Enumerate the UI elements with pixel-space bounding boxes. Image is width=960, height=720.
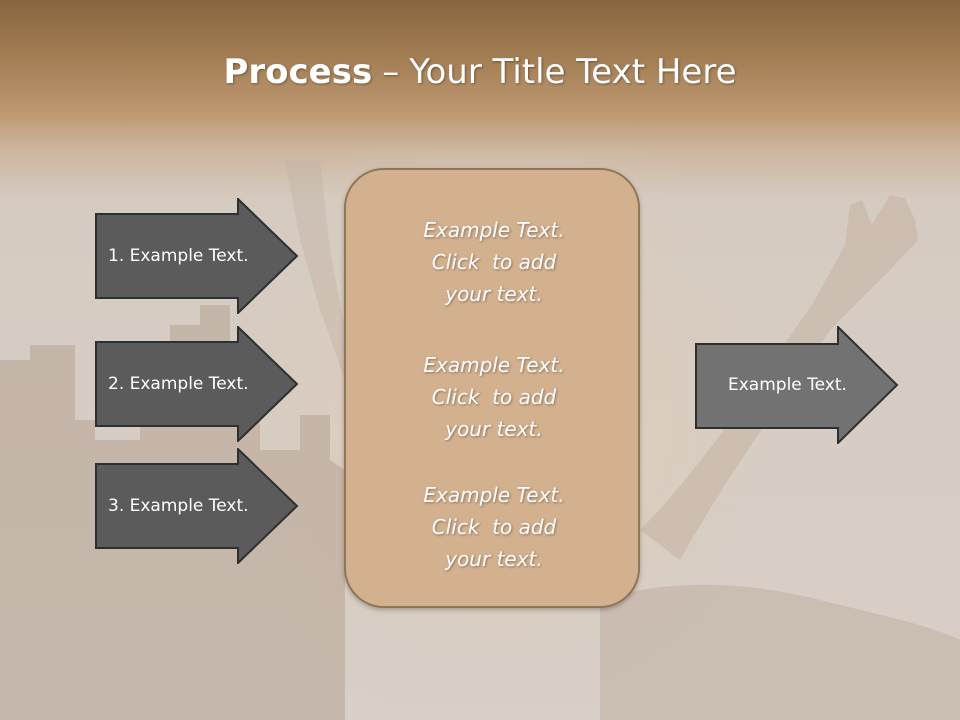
left-arrow-3[interactable]: 3. Example Text.: [95, 448, 299, 564]
arrow-label: Example Text.: [728, 375, 847, 395]
para-line: Example Text.: [423, 353, 565, 377]
para-line: Example Text.: [423, 218, 565, 242]
center-paragraph-1: Example Text. Click to add your text.: [346, 214, 642, 310]
para-line: your text.: [445, 282, 543, 306]
para-line: your text.: [445, 547, 543, 571]
title-dash: –: [382, 52, 400, 92]
slide-title: Process–Your Title Text Here: [0, 52, 960, 92]
arrow-shape: [95, 448, 299, 564]
left-arrow-1[interactable]: 1. Example Text.: [95, 198, 299, 314]
right-arrow[interactable]: Example Text.: [695, 326, 899, 444]
para-line: Click to add: [431, 515, 557, 539]
left-arm-silhouette: [285, 160, 345, 380]
left-arrow-2[interactable]: 2. Example Text.: [95, 326, 299, 442]
para-line: Click to add: [431, 385, 557, 409]
arrow-label: 2. Example Text.: [108, 374, 249, 394]
para-line: Click to add: [431, 250, 557, 274]
arrow-label: 3. Example Text.: [108, 496, 249, 516]
arrow-shape: [95, 198, 299, 314]
center-paragraph-2: Example Text. Click to add your text.: [346, 349, 642, 445]
para-line: your text.: [445, 417, 543, 441]
arrow-shape: [695, 326, 899, 444]
title-rest: Your Title Text Here: [409, 52, 737, 92]
center-text-box[interactable]: Example Text. Click to add your text. Ex…: [344, 168, 640, 608]
arrow-shape: [95, 326, 299, 442]
para-line: Example Text.: [423, 483, 565, 507]
center-paragraph-3: Example Text. Click to add your text.: [346, 479, 642, 575]
arrow-label: 1. Example Text.: [108, 246, 249, 266]
hill-silhouette: [600, 584, 960, 720]
title-bold: Process: [223, 52, 373, 92]
